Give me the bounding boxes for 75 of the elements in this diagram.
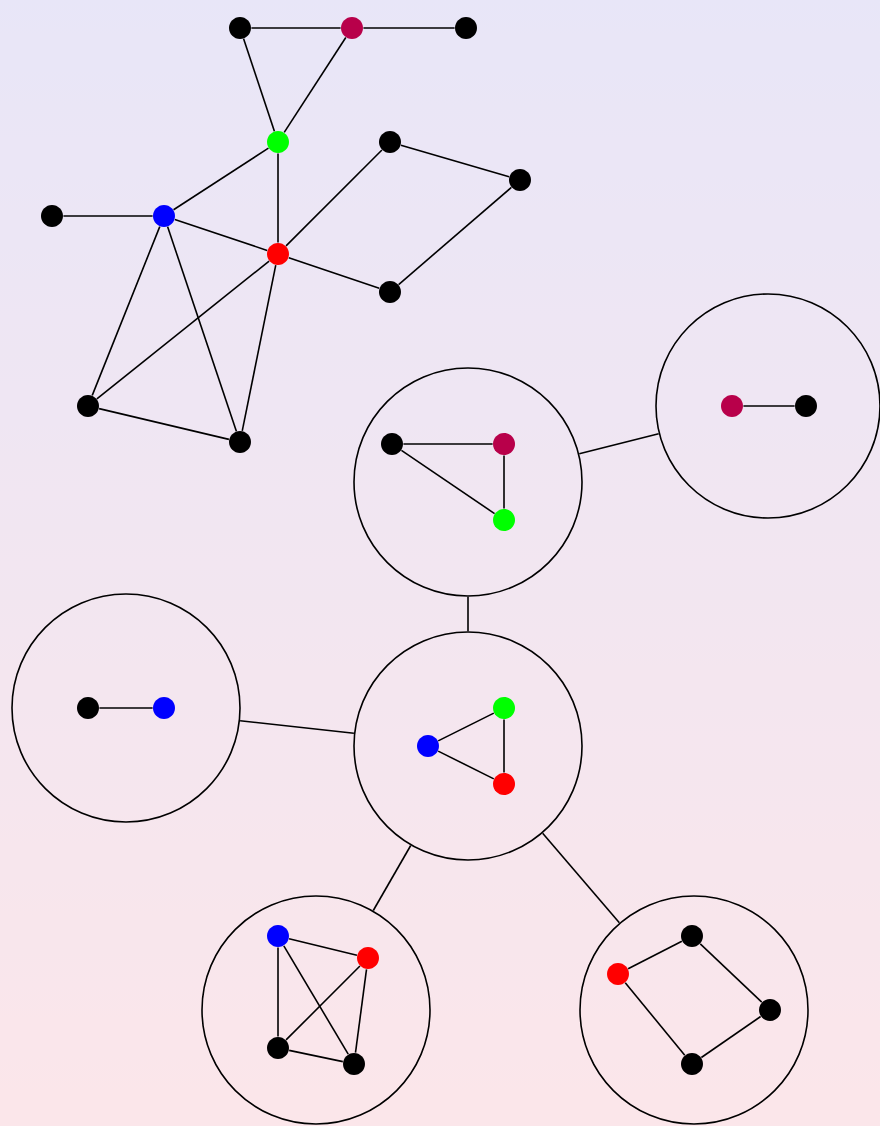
graph-vertex [153, 697, 175, 719]
edge-line [172, 147, 270, 211]
edge-line [437, 750, 495, 780]
edge-line [96, 260, 270, 400]
edge-line [467, 596, 469, 632]
edge-line [242, 38, 276, 132]
edge-line [354, 968, 368, 1054]
graph-vertex [379, 281, 401, 303]
cluster-circle [201, 895, 431, 1125]
graph-vertex [417, 735, 439, 757]
edge-line [277, 946, 279, 1038]
graph-vertex [381, 433, 403, 455]
edge-line [241, 264, 277, 432]
graph-vertex [493, 697, 515, 719]
graph-vertex [77, 395, 99, 417]
edge-line [285, 149, 383, 247]
edge-line [283, 36, 347, 134]
graph-vertex [267, 1037, 289, 1059]
edge-line [400, 449, 496, 515]
cluster-circle [579, 895, 809, 1125]
edge-line [700, 1015, 762, 1059]
edge-line [288, 256, 380, 290]
edge-line [624, 982, 686, 1056]
cluster-circle [353, 631, 583, 861]
edge-line [174, 218, 268, 252]
edge-line [400, 144, 510, 178]
edge-line [166, 226, 238, 432]
graph-vertex [493, 773, 515, 795]
edge-line [627, 940, 683, 970]
edge-line [62, 215, 154, 217]
graph-vertex [681, 925, 703, 947]
cluster-circle [11, 593, 241, 823]
edge-line [578, 432, 660, 455]
edge-line [277, 152, 279, 244]
graph-vertex [77, 697, 99, 719]
graph-vertex [455, 17, 477, 39]
graph-vertex [681, 1053, 703, 1075]
edge-line [699, 943, 763, 1003]
edge-line [437, 712, 495, 742]
graph-vertex [41, 205, 63, 227]
edge-line [98, 407, 230, 441]
graph-vertex [493, 509, 515, 531]
edge-line [402, 443, 494, 445]
graph-vertex [267, 925, 289, 947]
edge-line [250, 27, 342, 29]
edge-line [397, 186, 513, 286]
graph-vertex [493, 433, 515, 455]
graph-vertex [357, 947, 379, 969]
edge-line [91, 225, 161, 397]
edge-line [288, 937, 358, 957]
graph-vertex [343, 1053, 365, 1075]
edge-line [283, 945, 349, 1055]
edge-line [285, 965, 361, 1041]
edge-line [98, 707, 154, 709]
graph-vertex [229, 17, 251, 39]
edge-line [503, 718, 505, 774]
edge-line [372, 844, 412, 912]
graph-vertex [341, 17, 363, 39]
graph-vertex [721, 395, 743, 417]
graph-vertex [229, 431, 251, 453]
cluster-circle [353, 367, 583, 597]
graph-vertex [795, 395, 817, 417]
graph-vertex [379, 131, 401, 153]
graph-vertex [759, 999, 781, 1021]
graph-vertex [267, 131, 289, 153]
edge-line [541, 832, 621, 924]
graph-vertex [153, 205, 175, 227]
graph-vertex [267, 243, 289, 265]
edge-line [362, 27, 456, 29]
edge-line [742, 405, 796, 407]
graph-vertex [607, 963, 629, 985]
graph-vertex [509, 169, 531, 191]
edge-line [503, 454, 505, 510]
edge-line [239, 719, 355, 735]
edge-line [288, 1049, 344, 1063]
